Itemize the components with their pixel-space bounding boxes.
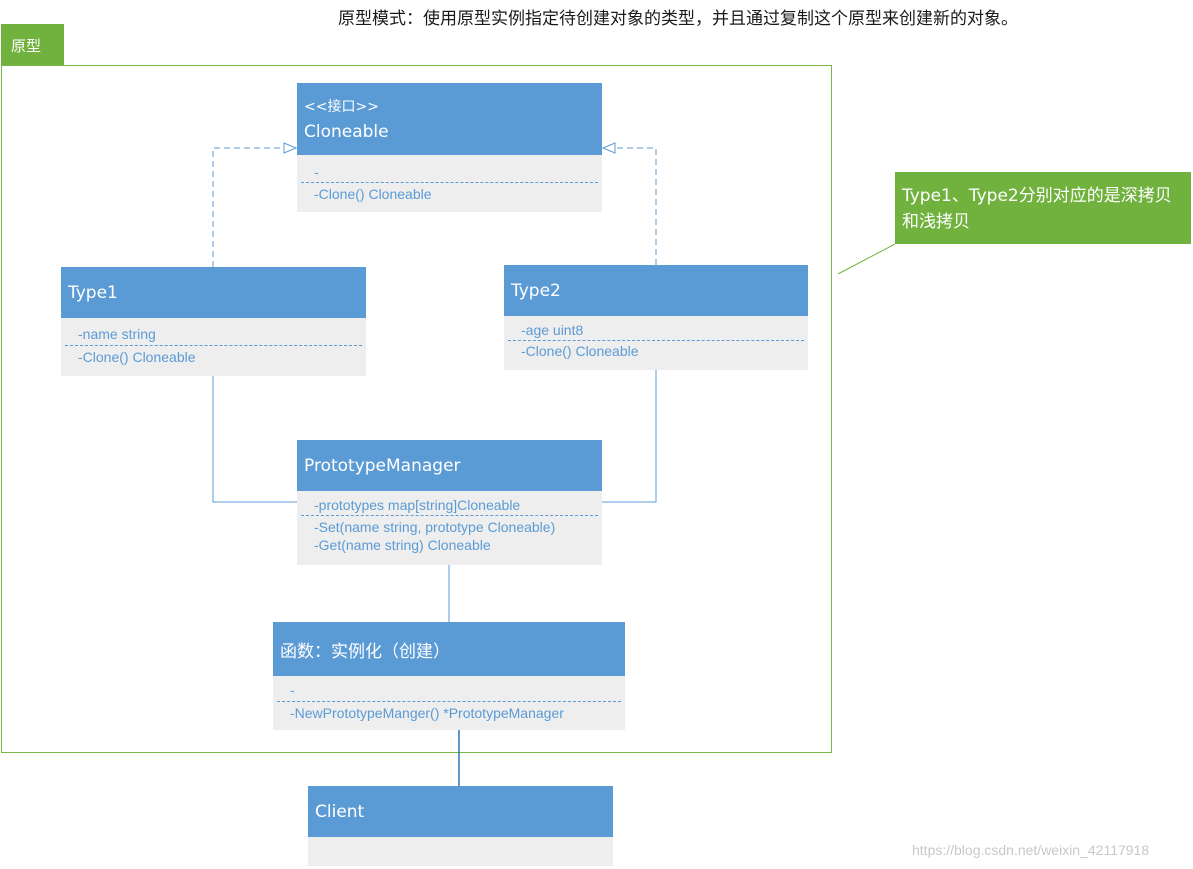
note-callout: Type1、Type2分别对应的是深拷贝和浅拷贝: [895, 172, 1191, 244]
attribute-item: -age uint8: [521, 322, 584, 338]
attribute-item: -name string: [78, 326, 156, 342]
method-item: -Set(name string, prototype Cloneable): [314, 519, 556, 535]
frame-prototype: [1, 65, 832, 753]
note-leader-line: [837, 243, 896, 275]
class-prototype-manager: PrototypeManager -prototypes map[string]…: [297, 440, 602, 565]
realization-arrowhead-left: [283, 142, 298, 154]
class-client: Client: [308, 786, 613, 866]
method-item: -Clone() Cloneable: [78, 349, 196, 365]
class-cloneable: <<接口>> Cloneable - -Clone() Cloneable: [297, 83, 602, 212]
attribute-item: -: [290, 682, 295, 698]
class-name: PrototypeManager: [297, 440, 602, 491]
realization-type2-cloneable: [615, 147, 657, 265]
member-separator: [277, 701, 621, 702]
class-name: Client: [308, 786, 613, 837]
frame-label: 原型: [1, 24, 64, 65]
class-factory-function: 函数：实例化（创建） - -NewPrototypeManger() *Prot…: [273, 622, 625, 730]
class-type2: Type2 -age uint8 -Clone() Cloneable: [504, 265, 808, 370]
method-item: -Clone() Cloneable: [521, 343, 639, 359]
realization-arrowhead-right: [601, 142, 616, 154]
class-name: Type1: [61, 267, 366, 318]
member-separator: [508, 340, 804, 341]
diagram-heading: 原型模式：使用原型实例指定待创建对象的类型，并且通过复制这个原型来创建新的对象。: [338, 9, 1018, 29]
method-item: -NewPrototypeManger() *PrototypeManager: [290, 705, 564, 721]
attribute-item: -prototypes map[string]Cloneable: [314, 497, 521, 513]
member-separator: [301, 182, 598, 183]
method-item: -Clone() Cloneable: [314, 186, 432, 202]
stereotype-label: <<接口>>: [304, 99, 379, 115]
class-name: Cloneable: [304, 122, 389, 142]
member-separator: [301, 515, 598, 516]
member-separator: [65, 345, 362, 346]
class-name: 函数：实例化（创建）: [273, 622, 625, 676]
watermark: https://blog.csdn.net/weixin_42117918: [912, 842, 1150, 858]
class-name: Type2: [504, 265, 808, 316]
association-type1-manager: [212, 376, 297, 503]
method-item: -Get(name string) Cloneable: [314, 537, 491, 553]
association-type2-manager: [602, 370, 657, 503]
attribute-item: -: [314, 164, 319, 180]
realization-type1-cloneable: [212, 147, 284, 267]
class-type1: Type1 -name string -Clone() Cloneable: [61, 267, 366, 376]
